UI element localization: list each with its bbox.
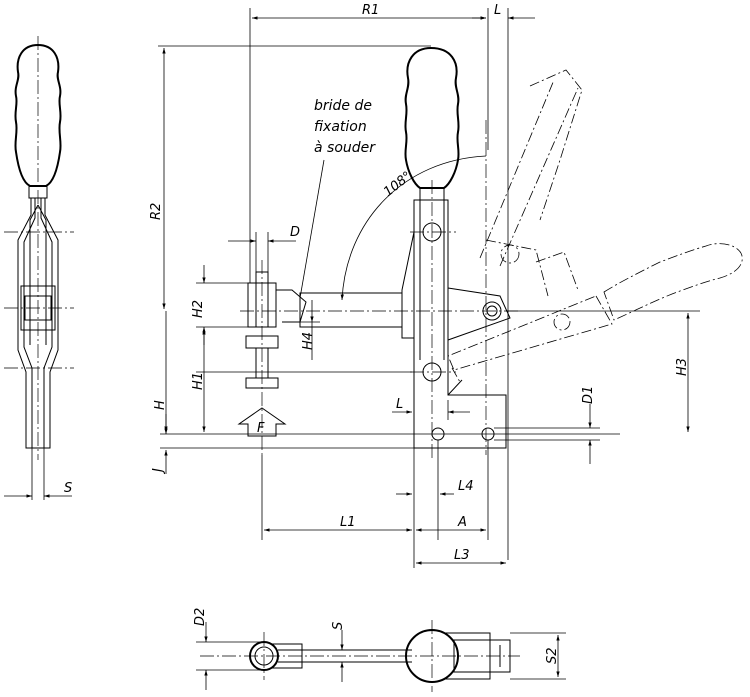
handle-grip xyxy=(404,46,460,189)
dim-label-H2: H2 xyxy=(191,300,206,318)
dim-label-S-side: S xyxy=(64,481,72,496)
top-bar xyxy=(302,649,412,663)
dim-label-H1: H1 xyxy=(191,372,206,390)
dim-label-D1: D1 xyxy=(581,386,596,404)
dim-label-L3: L3 xyxy=(454,548,470,563)
ghost-handle-lower xyxy=(447,243,743,383)
dim-label-H4: H4 xyxy=(301,332,316,350)
side-lever-outline xyxy=(17,198,59,449)
force-label: F xyxy=(257,421,265,436)
side-link xyxy=(29,204,47,345)
dim-label-H3: H3 xyxy=(675,358,690,376)
note-line-1: bride de xyxy=(314,98,372,114)
ghost-handle-upper xyxy=(479,69,583,297)
link-block xyxy=(447,287,511,341)
dim-label-L4: L4 xyxy=(458,479,474,494)
dim-label-R1: R1 xyxy=(362,3,379,18)
dim-label-D: D xyxy=(290,225,300,240)
plate-edge xyxy=(447,379,463,396)
dim-label-L1: L1 xyxy=(340,515,356,530)
top-view: D2 S S2 xyxy=(193,608,566,692)
gusset xyxy=(401,231,415,339)
dim-label-J: J xyxy=(151,468,166,475)
note-line-3: à souder xyxy=(314,140,376,156)
dim-label-A: A xyxy=(457,515,467,530)
dim-label-L-top: L xyxy=(494,3,501,18)
note-line-2: fixation xyxy=(314,119,367,135)
clamp-bar xyxy=(299,292,403,328)
side-lever-inner xyxy=(23,198,53,448)
weld-bracket xyxy=(276,289,307,323)
dim-label-D2: D2 xyxy=(193,608,208,626)
dim-label-S2: S2 xyxy=(545,647,560,664)
side-view: S xyxy=(4,36,74,500)
note-leader xyxy=(299,159,325,299)
main-view: F 108° bride de fixation à souder xyxy=(149,3,743,568)
dim-label-L-mid: L xyxy=(396,397,403,412)
lever-arm xyxy=(419,188,445,360)
dim-label-H: H xyxy=(153,400,168,410)
dim-label-R2: R2 xyxy=(149,203,164,220)
dim-label-S-top: S xyxy=(331,622,346,630)
